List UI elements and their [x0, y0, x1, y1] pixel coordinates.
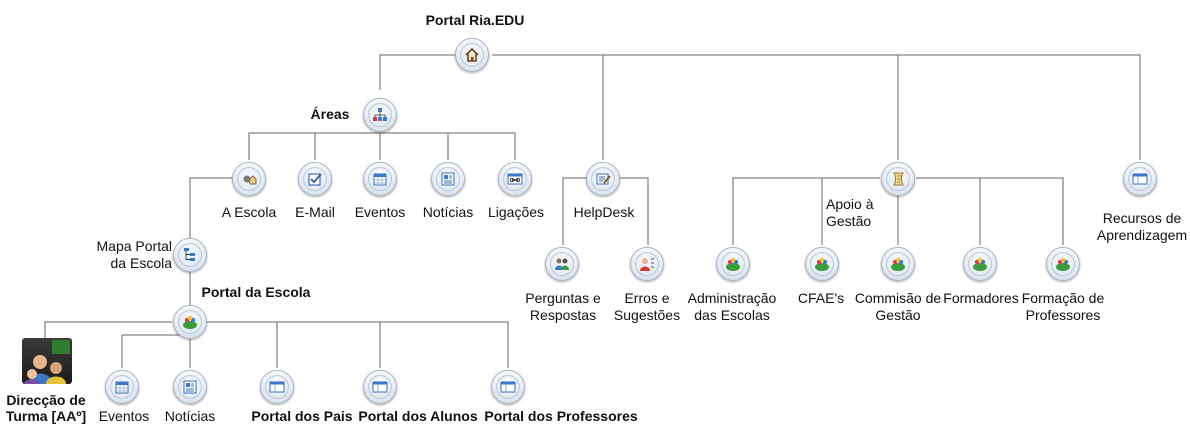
page-icon[interactable]: [1123, 162, 1157, 196]
portal-escola-item-label: Portal dos Alunos: [358, 408, 478, 424]
recursos-label: Recursos de Aprendizagem: [1096, 210, 1188, 243]
bug-user-icon[interactable]: [630, 247, 664, 281]
direccao-turma-avatar[interactable]: [22, 338, 72, 384]
calendar-icon[interactable]: [105, 370, 139, 404]
scroll-icon[interactable]: [881, 162, 915, 196]
people-icon[interactable]: [963, 247, 997, 281]
area-item-label: Ligações: [487, 204, 545, 220]
apoio-item-label: Commisão de Gestão: [854, 290, 942, 323]
helpdesk-item-label: Erros e Sugestões: [613, 290, 681, 323]
direccao-turma-label: Direcção de Turma [AAº]: [5, 392, 87, 424]
page-icon[interactable]: [491, 370, 525, 404]
apoio-item-label: CFAE's: [797, 290, 845, 306]
area-item-label: Eventos: [354, 204, 406, 220]
areas-label: Áreas: [310, 106, 350, 122]
people-icon[interactable]: [716, 247, 750, 281]
helpdesk-item-label: Perguntas e Respostas: [525, 290, 601, 323]
school-icon[interactable]: [232, 162, 266, 196]
home-icon[interactable]: [455, 38, 489, 72]
people-icon[interactable]: [173, 305, 207, 339]
apoio-item-label: Formadores: [943, 290, 1019, 306]
portal-escola-label: Portal da Escola: [201, 284, 311, 300]
root-label: Portal Ria.EDU: [425, 12, 525, 28]
news-icon[interactable]: [431, 162, 465, 196]
page-icon[interactable]: [260, 370, 294, 404]
area-item-label: E-Mail: [295, 204, 335, 220]
edit-icon[interactable]: [586, 162, 620, 196]
news-icon[interactable]: [173, 370, 207, 404]
mapa-portal-label: Mapa Portal da Escola: [96, 238, 172, 271]
calendar-icon[interactable]: [363, 162, 397, 196]
link-icon[interactable]: [498, 162, 532, 196]
sitemap-icon[interactable]: [363, 98, 397, 132]
page-icon[interactable]: [363, 370, 397, 404]
people-icon[interactable]: [1046, 247, 1080, 281]
portal-escola-item-label: Portal dos Professores: [484, 408, 638, 424]
apoio-label: Apoio à Gestão: [826, 196, 874, 229]
people-icon[interactable]: [881, 247, 915, 281]
area-item-label: A Escola: [221, 204, 277, 220]
apoio-item-label: Formação de Professores: [1021, 290, 1105, 323]
tree-icon[interactable]: [173, 238, 207, 272]
users-icon[interactable]: [545, 247, 579, 281]
portal-escola-item-label: Eventos: [98, 408, 150, 424]
helpdesk-label: HelpDesk: [573, 204, 635, 220]
portal-escola-item-label: Portal dos Pais: [251, 408, 353, 424]
area-item-label: Notícias: [422, 204, 474, 220]
apoio-item-label: Administração das Escolas: [687, 290, 777, 323]
portal-escola-item-label: Notícias: [164, 408, 216, 424]
checkbox-icon[interactable]: [298, 162, 332, 196]
people-icon[interactable]: [805, 247, 839, 281]
